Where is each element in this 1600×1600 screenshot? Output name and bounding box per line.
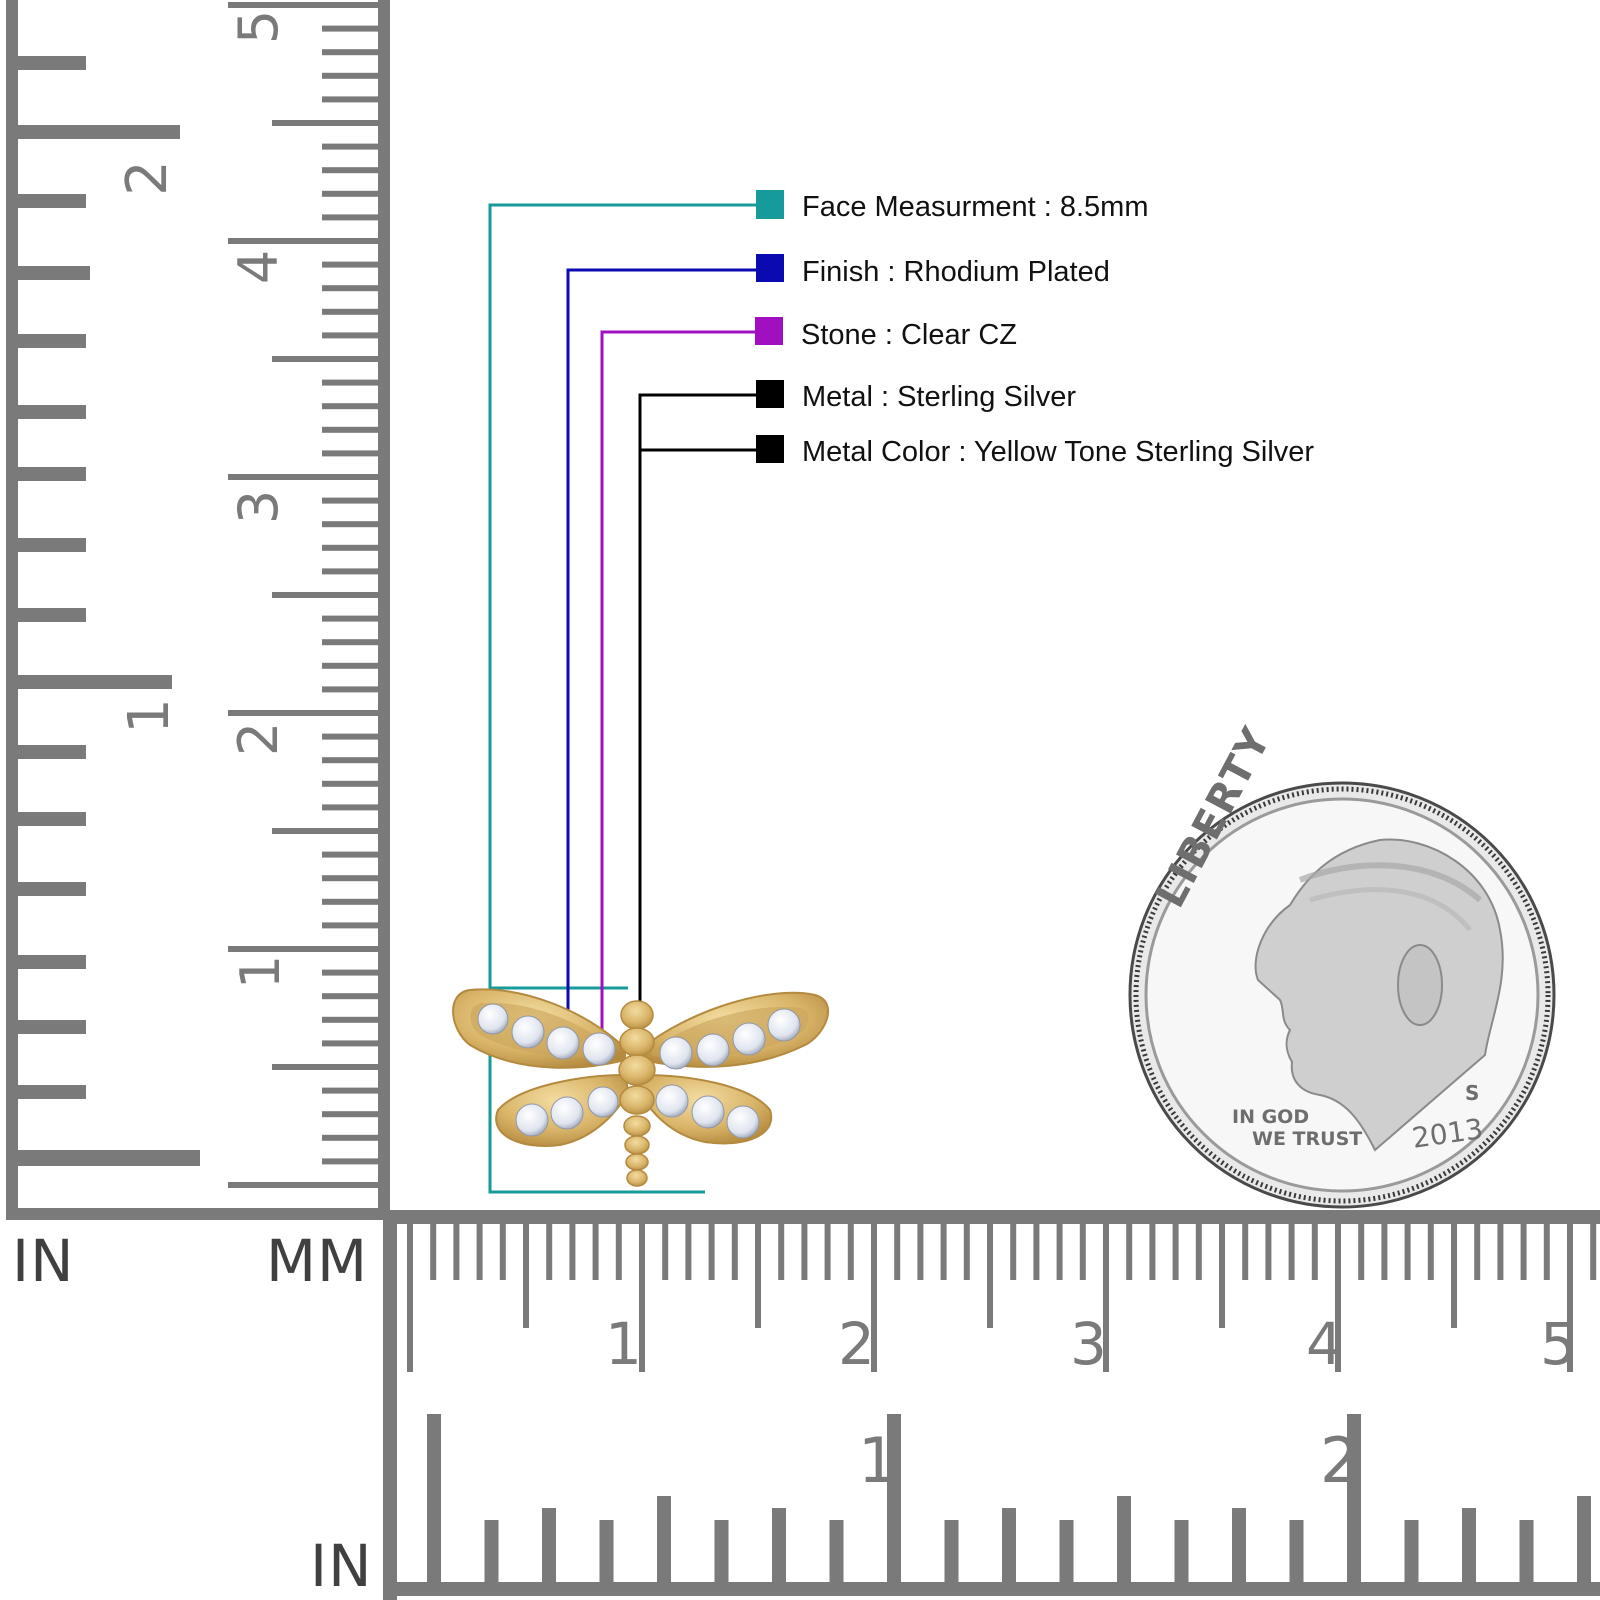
bottom-ruler xyxy=(383,1210,1600,1600)
callout-lines xyxy=(488,203,760,1194)
left-cm-label-4: 4 xyxy=(227,249,291,285)
dime-coin xyxy=(1128,781,1556,1209)
dragonfly-earring xyxy=(452,988,830,1187)
metal-color-label: Metal Color : Yellow Tone Sterling Silve… xyxy=(802,436,1315,468)
coin-motto-line1: IN GOD xyxy=(1232,1106,1310,1128)
bottom-cm-label-3: 3 xyxy=(1070,1310,1107,1378)
left-ruler xyxy=(6,0,390,1220)
stone-callout-line xyxy=(600,330,760,1052)
left-cm-label-2: 2 xyxy=(227,721,291,757)
left-inch-label-1: 1 xyxy=(116,698,182,734)
bottom-inch-label-1: 1 xyxy=(858,1424,898,1497)
metal-color-swatch xyxy=(756,435,784,463)
stone-swatch xyxy=(755,317,783,345)
left-cm-label-5: 5 xyxy=(227,9,291,45)
finish-label: Finish : Rhodium Plated xyxy=(802,256,1110,288)
metal-label: Metal : Sterling Silver xyxy=(802,381,1076,413)
bottom-cm-label-5: 5 xyxy=(1540,1310,1577,1378)
left-ruler-inch-caption: IN xyxy=(12,1227,75,1295)
face-callout-line xyxy=(488,203,760,1194)
bottom-ruler-inch-ticks xyxy=(427,1414,1591,1582)
left-cm-label-1: 1 xyxy=(229,954,293,990)
bottom-cm-label-2: 2 xyxy=(838,1310,875,1378)
finish-callout-line xyxy=(566,268,760,1018)
bottom-cm-label-4: 4 xyxy=(1306,1310,1343,1378)
bottom-ruler-mm-ticks xyxy=(407,1224,1597,1372)
metal-callout-line xyxy=(638,393,760,1042)
metal-swatch xyxy=(756,380,784,408)
coin-motto-line2: WE TRUST xyxy=(1252,1128,1363,1150)
face-swatch xyxy=(756,190,784,219)
finish-swatch xyxy=(756,254,784,282)
bottom-inch-label-2: 2 xyxy=(1320,1424,1360,1497)
left-ruler-mm-caption: MM xyxy=(266,1227,369,1295)
stone-label: Stone : Clear CZ xyxy=(801,319,1017,351)
bottom-cm-label-1: 1 xyxy=(605,1310,642,1378)
left-inch-label-2: 2 xyxy=(114,160,180,196)
left-ruler-mm-ticks xyxy=(228,2,378,1188)
face-measurement-label: Face Measurment : 8.5mm xyxy=(802,191,1149,223)
left-cm-label-3: 3 xyxy=(227,489,291,525)
coin-mint-mark: S xyxy=(1465,1081,1480,1105)
bottom-ruler-inch-caption: IN xyxy=(310,1532,373,1600)
